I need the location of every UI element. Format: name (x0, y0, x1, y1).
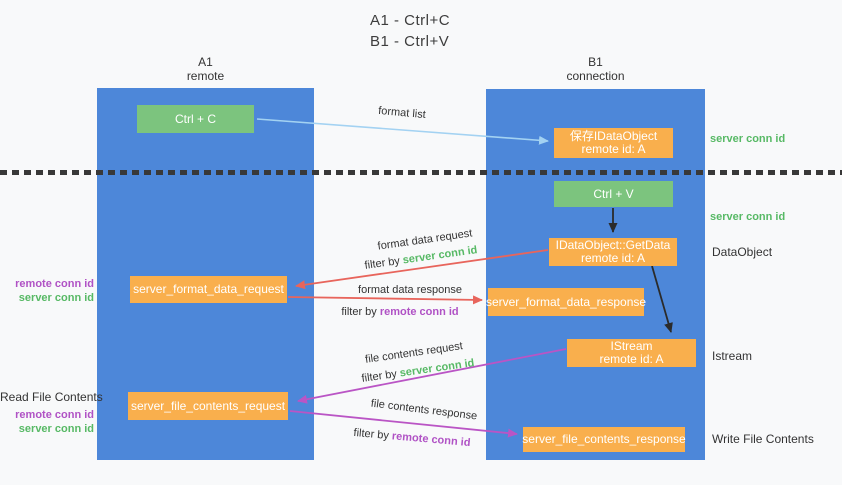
arrow-format-data-request (295, 249, 549, 290)
node-ctrl-c-label: Ctrl + C (174, 111, 216, 126)
filter-by-text: filter by (341, 306, 377, 318)
label-server-conn-id-left-2: server conn id (18, 423, 94, 435)
column-b1-name: B1 (588, 55, 603, 69)
diagram-title: A1 - Ctrl+C B1 - Ctrl+V (370, 10, 450, 52)
node-server-format-data-response-label: server_format_data_response (485, 294, 647, 309)
node-idataobject-getdata: IDataObject::GetData remote id: A (549, 238, 677, 266)
node-server-format-data-request-label: server_format_data_request (133, 282, 284, 296)
node-server-file-contents-request: server_file_contents_request (128, 392, 288, 420)
node-ctrl-v-label: Ctrl + V (593, 186, 634, 201)
node-save-idataobject-line2: remote id: A (581, 142, 646, 156)
node-save-idataobject: 保存IDataObject remote id: A (554, 128, 673, 158)
node-save-idataobject-line1: 保存IDataObject (569, 129, 658, 143)
column-a1-header: A1 remote (97, 55, 314, 83)
column-b1-subtitle: connection (566, 69, 625, 83)
column-b1-header: B1 connection (486, 55, 705, 83)
node-idataobject-getdata-line1: IDataObject::GetData (555, 238, 671, 252)
label-server-conn-id-left-1: server conn id (18, 292, 94, 304)
label-istream: Istream (712, 349, 753, 363)
title-line-2: B1 - Ctrl+V (370, 33, 450, 50)
label-server-conn-id-right-2: server conn id (710, 211, 786, 223)
label-remote-conn-id-left-1: remote conn id (15, 278, 94, 290)
column-a1-subtitle: remote (186, 69, 225, 83)
node-idataobject-getdata-line2: remote id: A (580, 251, 646, 265)
node-server-file-contents-request-label: server_file_contents_request (130, 398, 286, 413)
remote-conn-id-text: remote conn id (379, 306, 459, 318)
arrow-file-contents-response (289, 410, 518, 438)
node-istream-line2: remote id: A (599, 352, 664, 366)
label-read-file-contents: Read File Contents (0, 390, 103, 404)
node-server-format-data-request: server_format_data_request (130, 276, 287, 303)
label-server-conn-id-right-1: server conn id (710, 133, 786, 145)
column-a1-name: A1 (198, 55, 213, 69)
label-format-data-response: format data response (358, 284, 462, 296)
node-istream: IStream remote id: A (567, 339, 696, 367)
node-ctrl-v: Ctrl + V (554, 181, 673, 207)
label-dataobject: DataObject (712, 245, 773, 259)
node-server-format-data-response: server_format_data_response (485, 288, 647, 316)
arrow-getdata-to-istream (651, 265, 673, 333)
node-server-file-contents-response: server_file_contents_response (522, 427, 686, 452)
session-divider-line (0, 170, 842, 175)
node-ctrl-c: Ctrl + C (137, 105, 254, 133)
label-remote-conn-id-left-2: remote conn id (15, 409, 94, 421)
title-line-1: A1 - Ctrl+C (370, 12, 451, 29)
arrow-format-list (256, 118, 549, 145)
node-istream-line1: IStream (610, 339, 653, 353)
arrow-format-data-response (287, 295, 483, 305)
arrow-file-contents-request (297, 348, 567, 404)
node-server-file-contents-response-label: server_file_contents_response (522, 432, 686, 446)
label-write-file-contents: Write File Contents (712, 432, 814, 446)
